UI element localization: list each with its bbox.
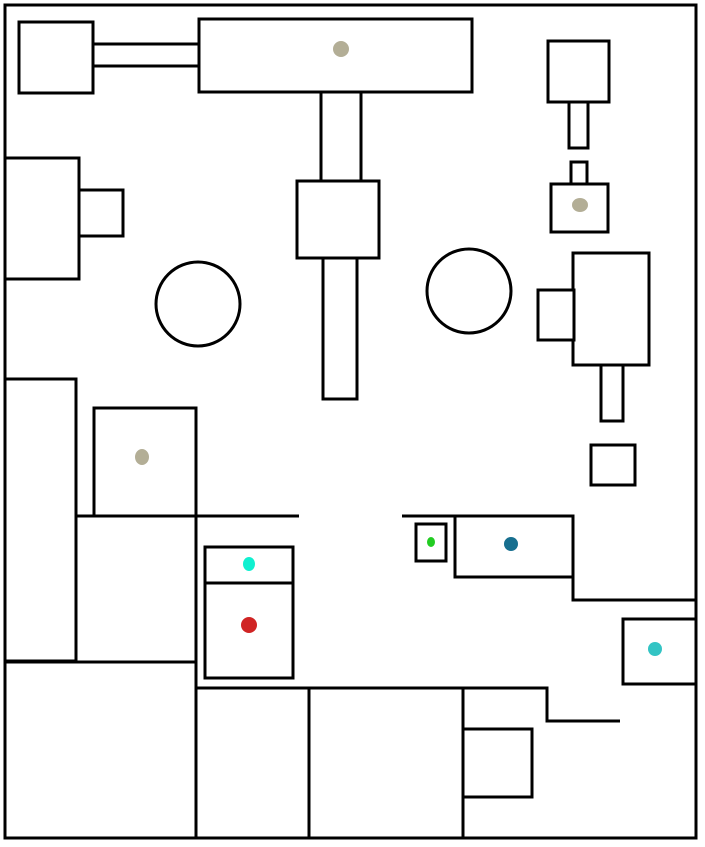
left-wall-small-box xyxy=(77,188,125,238)
center-block xyxy=(295,179,381,260)
marker-dot-small-box xyxy=(427,537,435,547)
marker-dot-counter xyxy=(504,537,518,551)
small-stem xyxy=(569,160,589,186)
top-left-box xyxy=(17,20,95,95)
center-column-upper xyxy=(319,90,363,183)
marker-dot-left-box xyxy=(135,449,149,465)
right-block-side xyxy=(536,288,576,342)
right-block xyxy=(571,251,651,367)
right-lone-box xyxy=(589,443,637,487)
bottom-box xyxy=(461,727,534,799)
marker-dot-cabinet-top xyxy=(243,557,255,571)
left-wall-box xyxy=(3,156,81,281)
marker-dot-cabinet-bottom xyxy=(241,617,257,633)
top-right-box xyxy=(546,39,611,104)
right-circle xyxy=(425,247,513,335)
marker-dot-right-small-box xyxy=(572,198,588,212)
connector-bar xyxy=(91,42,202,68)
marker-dot-right-box xyxy=(648,642,662,656)
right-block-stem xyxy=(599,363,625,423)
left-long-box xyxy=(3,377,78,663)
top-table xyxy=(197,17,474,94)
marker-dot-top-table xyxy=(333,41,349,57)
wall-line xyxy=(196,686,620,723)
wall-line xyxy=(571,516,696,602)
center-column-lower xyxy=(321,256,359,401)
top-right-stem xyxy=(567,100,590,150)
left-circle xyxy=(154,260,242,348)
